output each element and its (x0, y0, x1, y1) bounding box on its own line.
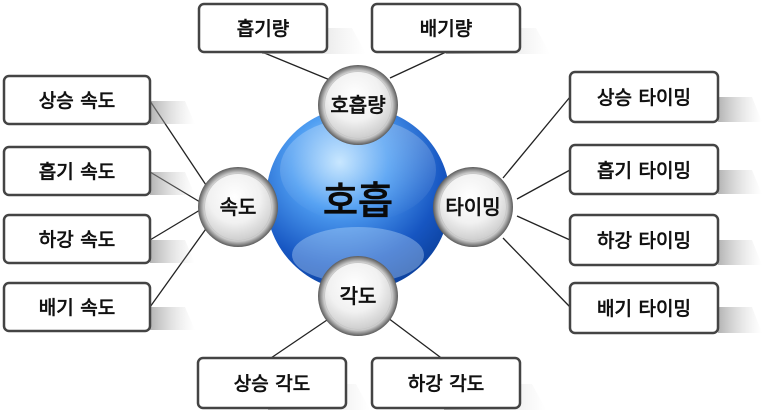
box-top-1-label: 흡기량 (237, 17, 290, 40)
box-left-1-label: 상승 속도 (39, 90, 116, 112)
box-left-3-label: 하강 속도 (39, 229, 116, 251)
box-left-4: 배기 속도 (2, 281, 195, 333)
connector-right-4 (502, 237, 571, 308)
node-bottom-label: 각도 (340, 284, 377, 308)
connector-right-3 (516, 215, 571, 241)
box-bottom-1-label: 상승 각도 (234, 373, 311, 395)
connector-right-2 (516, 169, 571, 200)
center-label: 호흡 (323, 179, 393, 223)
node-right: 타이밍 (433, 167, 513, 247)
connector-left-3 (149, 209, 201, 241)
box-top-1: 흡기량 (197, 2, 366, 54)
box-right-4-label: 배기 타이밍 (597, 298, 691, 320)
connector-left-4 (149, 225, 209, 308)
node-top: 호흡량 (318, 65, 398, 145)
box-left-2: 흡기 속도 (2, 145, 195, 197)
box-left-2-label: 흡기 속도 (39, 160, 116, 183)
box-top-2-label: 배기량 (420, 18, 473, 40)
box-left-4-label: 배기 속도 (39, 297, 116, 319)
node-bottom: 각도 (318, 256, 398, 336)
connector-top-left (261, 51, 331, 81)
box-right-2: 흡기 타이밍 (568, 143, 762, 196)
node-left-label: 속도 (220, 195, 257, 219)
box-right-3: 하강 타이밍 (568, 213, 762, 267)
box-top-2: 배기량 (370, 2, 550, 54)
box-left-3: 하강 속도 (2, 213, 195, 265)
box-right-1: 상승 타이밍 (568, 70, 762, 124)
box-right-3-label: 하강 타이밍 (597, 230, 691, 252)
connector-bottom-left (267, 317, 331, 361)
connector-bottom-right (387, 317, 445, 361)
box-bottom-2: 하강 각도 (370, 356, 546, 410)
box-right-4: 배기 타이밍 (568, 281, 762, 335)
box-left-1: 상승 속도 (2, 74, 195, 126)
box-right-2-label: 흡기 타이밍 (597, 159, 691, 182)
connector-right-1 (502, 96, 571, 179)
node-top-label: 호흡량 (330, 93, 386, 117)
connector-top-right (389, 51, 447, 79)
center-sphere: 호흡 (266, 107, 450, 291)
node-left: 속도 (198, 167, 278, 247)
box-right-1-label: 상승 타이밍 (597, 87, 691, 109)
node-right-label: 타이밍 (445, 195, 500, 219)
box-bottom-2-label: 하강 각도 (408, 373, 485, 395)
box-bottom-1: 상승 각도 (196, 356, 370, 410)
